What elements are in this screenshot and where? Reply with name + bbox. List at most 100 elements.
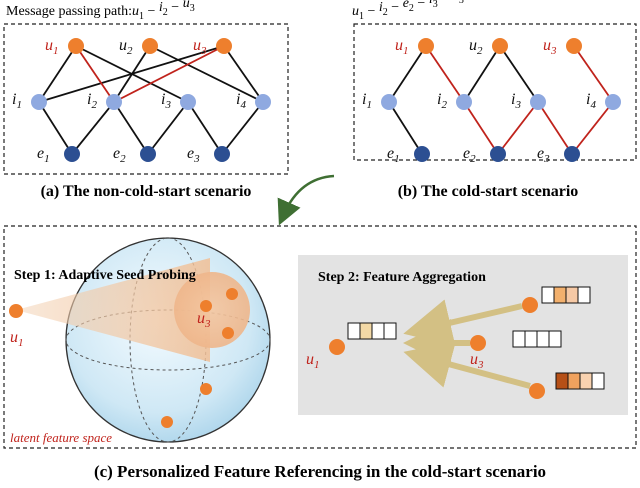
graph-edge: [113, 101, 149, 155]
user-node-label: u1: [45, 37, 59, 57]
feature-cell: [555, 372, 569, 390]
panel-b-caption: (b) The cold-start scenario: [398, 183, 579, 200]
graph-edge: [463, 45, 501, 103]
latent-point: [200, 383, 212, 395]
entity-node-label: e1: [37, 145, 50, 165]
entity-node-label: e2: [113, 145, 126, 165]
item-node: [381, 94, 397, 110]
agg-source-node: [522, 297, 538, 313]
graph-edge: [71, 101, 115, 155]
step1-label: Step 1: Adaptive Seed Probing: [14, 268, 196, 283]
feature-cell: [524, 330, 538, 348]
user-node: [68, 38, 84, 54]
graph-edge: [221, 101, 264, 155]
entity-node-label: e3: [537, 145, 550, 165]
panel-b-edges: [388, 45, 614, 155]
latent-space-label: latent feature space: [10, 430, 112, 445]
feature-cell: [347, 322, 361, 340]
graph-edge: [149, 45, 264, 103]
entity-node: [140, 146, 156, 162]
panel-c-border: [3, 225, 637, 449]
panel-c-caption: (c) Personalized Feature Referencing in …: [94, 462, 546, 481]
entity-node: [64, 146, 80, 162]
graph-edge: [147, 101, 189, 155]
panel-b: u1 − i2 − e2 − i3 − e3 − i4 − u3 u1u2u3i…: [352, 0, 637, 200]
agg-target-user-label: u1: [306, 351, 320, 371]
outer-user-label: u1: [10, 329, 24, 349]
feature-cell: [536, 330, 550, 348]
item-node-label: i3: [161, 91, 171, 111]
user-node-label: u1: [395, 37, 409, 57]
seed-point: [222, 327, 234, 339]
graph-edge: [499, 45, 539, 103]
graph-edge: [223, 45, 264, 103]
path-edge: [113, 45, 225, 103]
path-edge: [497, 101, 539, 155]
graph-edge: [388, 101, 423, 155]
path-edge: [463, 101, 499, 155]
feature-cell: [577, 286, 591, 304]
feature-cell: [567, 372, 581, 390]
path-edge: [425, 45, 465, 103]
seed-point: [200, 300, 212, 312]
outer-user-node: [9, 304, 23, 318]
transition-arrow: [277, 174, 335, 226]
agg-seed-user-label: u3: [470, 351, 484, 371]
item-node: [530, 94, 546, 110]
feature-vector-bottom: [555, 372, 605, 390]
latent-point: [161, 416, 173, 428]
sphere-equator: [65, 309, 271, 371]
item-node: [31, 94, 47, 110]
user-node-label: u3: [193, 37, 207, 57]
feature-vector-mid: [512, 330, 562, 348]
item-node-label: i1: [362, 91, 372, 111]
graph-edge: [187, 101, 223, 155]
feature-cell: [553, 286, 567, 304]
agg-arrow-bottom: [403, 341, 531, 389]
feature-cell: [565, 286, 579, 304]
entity-node-label: e2: [463, 145, 476, 165]
feature-cell: [541, 286, 555, 304]
path-edge: [537, 101, 573, 155]
user-node: [418, 38, 434, 54]
probe-cone: [16, 258, 210, 362]
feature-cell: [359, 322, 373, 340]
panel-b-title: u1 − i2 − e2 − i3 − e3 − i4 − u3: [352, 0, 515, 22]
agg-target-user-node: [329, 339, 345, 355]
item-node-label: i3: [511, 91, 521, 111]
entity-node: [414, 146, 430, 162]
path-edge: [75, 45, 115, 103]
feature-cell: [548, 330, 562, 348]
feature-vector-top: [541, 286, 591, 304]
panel-b-title-path: u1 − i2 − e2 − i3 − e3 − i4 − u3: [352, 0, 515, 22]
panel-a-title-path: u1 − i2 − u3: [132, 0, 195, 22]
user-node: [566, 38, 582, 54]
item-node-label: i4: [586, 91, 596, 111]
graph-edge: [38, 45, 225, 103]
user-node: [492, 38, 508, 54]
graph-edge: [38, 101, 73, 155]
entity-node-label: e1: [387, 145, 400, 165]
user-node: [142, 38, 158, 54]
item-node: [106, 94, 122, 110]
feature-cell: [591, 372, 605, 390]
panel-c: u1 u3 Step 1: Adaptive Seed Probing late…: [3, 225, 637, 481]
seed-point: [226, 288, 238, 300]
graph-edge: [38, 45, 77, 103]
path-edge: [571, 101, 614, 155]
probe-region: [174, 272, 250, 348]
entity-node: [490, 146, 506, 162]
item-node-label: i1: [12, 91, 22, 111]
feature-cell: [371, 322, 385, 340]
step2-label: Step 2: Feature Aggregation: [318, 270, 486, 285]
entity-node-label: e3: [187, 145, 200, 165]
panel-a-border: [3, 23, 289, 175]
user-node: [216, 38, 232, 54]
user-node-label: u2: [469, 37, 483, 57]
feature-cell: [512, 330, 526, 348]
graph-edge: [388, 45, 427, 103]
item-node-label: i4: [236, 91, 246, 111]
